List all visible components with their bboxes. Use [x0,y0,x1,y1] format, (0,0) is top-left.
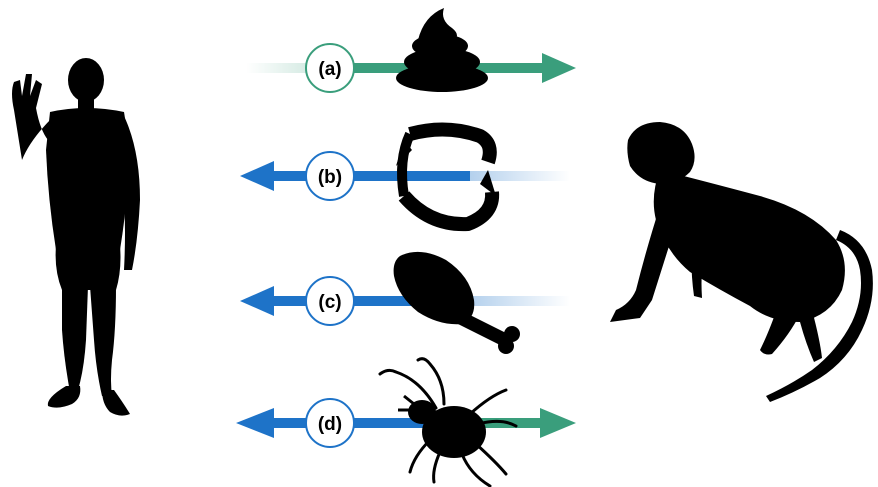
label-c: (c) [318,292,341,313]
arrow-head-right-a [542,53,576,83]
meat-leg-icon [393,251,520,354]
label-circle-b [305,151,355,201]
label-b: (b) [318,167,342,188]
feces-icon [396,8,488,92]
label-circle-d [305,398,355,448]
tick-icon [378,357,518,487]
human-silhouette [12,58,140,416]
row-d: (d) [236,357,576,487]
row-b: (b) [240,122,570,232]
row-c: (c) [240,251,570,354]
label-circle-a [305,43,355,93]
label-d: (d) [318,414,342,435]
arrow-head-left-c [240,286,274,316]
arrow-head-left-d [236,408,274,438]
label-a: (a) [318,59,341,80]
row-a: (a) [246,8,576,93]
label-circle-c [305,276,355,326]
arrow-head-right-d [540,408,576,438]
arrow-head-left-b [240,161,274,191]
monkey-silhouette [610,122,873,402]
bite-jaw-icon [397,122,500,232]
